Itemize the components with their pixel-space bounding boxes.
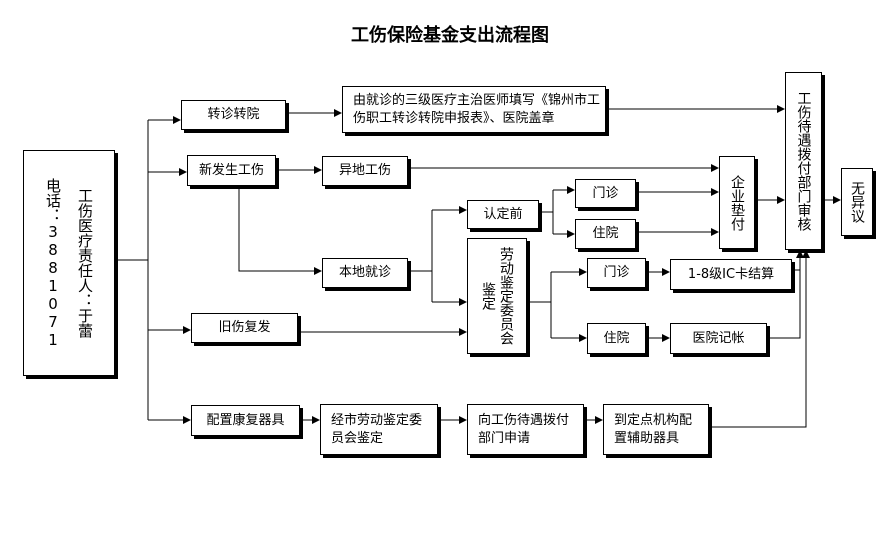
node-other-place: 异地工伤 (322, 156, 408, 186)
node-ic-settle: 1-8级IC卡结算 (670, 259, 792, 290)
node-outpatient-b: 门诊 (587, 258, 646, 288)
node-treatment-review: 工伤待遇拨付部门审核 (785, 72, 822, 250)
contact-line1: 工伤医疗责任人：于蕾 (76, 188, 94, 338)
edge-new-local (238, 186, 322, 275)
node-referral: 转诊转院 (181, 100, 286, 130)
node-local-visit: 本地就诊 (322, 258, 408, 288)
node-assign-device: 到定点机构配置辅助器具 (603, 404, 709, 455)
node-old-injury: 旧伤复发 (191, 313, 298, 343)
node-contact: 工伤医疗责任人：于蕾 电话：3881071 (23, 150, 115, 376)
node-inpatient-b: 住院 (587, 323, 646, 354)
node-inpatient-a: 住院 (575, 219, 636, 249)
node-enterprise-pay: 企业垫付 (719, 156, 755, 249)
node-new-injury: 新发生工伤 (187, 155, 276, 186)
node-referral-form: 由就诊的三级医疗主治医师填写《锦州市工伤职工转诊转院申报表》、医院盖章 (342, 86, 606, 133)
contact-line2: 电话：3881071 (44, 177, 62, 349)
edge-assign-review (709, 250, 810, 428)
node-city-committee: 经市劳动鉴定委员会鉴定 (320, 404, 438, 455)
node-rehab-device: 配置康复器具 (191, 405, 300, 436)
page-title: 工伤保险基金支出流程图 (351, 25, 549, 46)
node-no-objection: 无异议 (841, 168, 873, 236)
node-labor-committee: 劳动鉴定委员会鉴定 (467, 238, 527, 354)
node-apply-dept: 向工伤待遇拨付部门申请 (467, 404, 584, 455)
node-before-identify: 认定前 (467, 200, 539, 229)
node-outpatient-a: 门诊 (575, 179, 636, 208)
node-hospital-account: 医院记帐 (670, 323, 767, 354)
edge-account-review (767, 250, 804, 339)
